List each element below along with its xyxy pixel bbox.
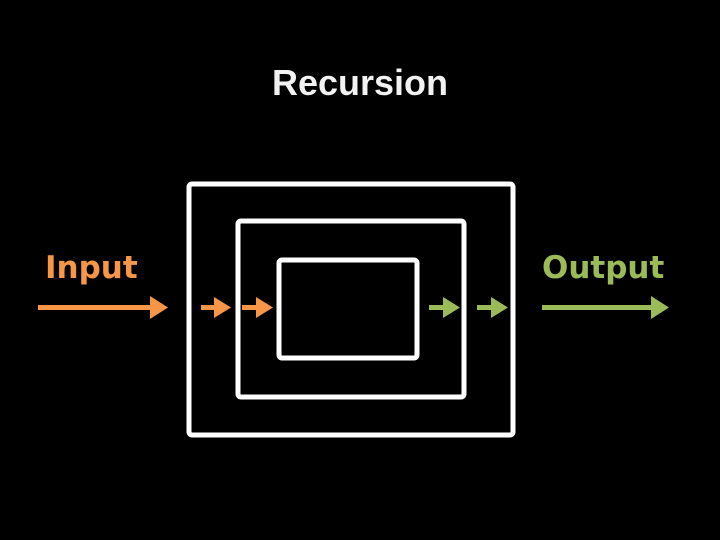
inner-box xyxy=(276,257,420,361)
outer-box xyxy=(186,181,516,438)
input-arrow-level1 xyxy=(201,297,231,318)
input-arrow-level2 xyxy=(242,297,273,318)
input-arrow-main xyxy=(38,296,168,319)
output-arrow-main xyxy=(542,296,669,319)
output-label: Output xyxy=(542,250,665,286)
middle-box xyxy=(235,218,467,400)
input-label: Input xyxy=(45,250,138,286)
output-arrow-level1 xyxy=(477,297,508,318)
output-arrow-level2 xyxy=(429,297,460,318)
diagram-title: Recursion xyxy=(271,62,449,103)
